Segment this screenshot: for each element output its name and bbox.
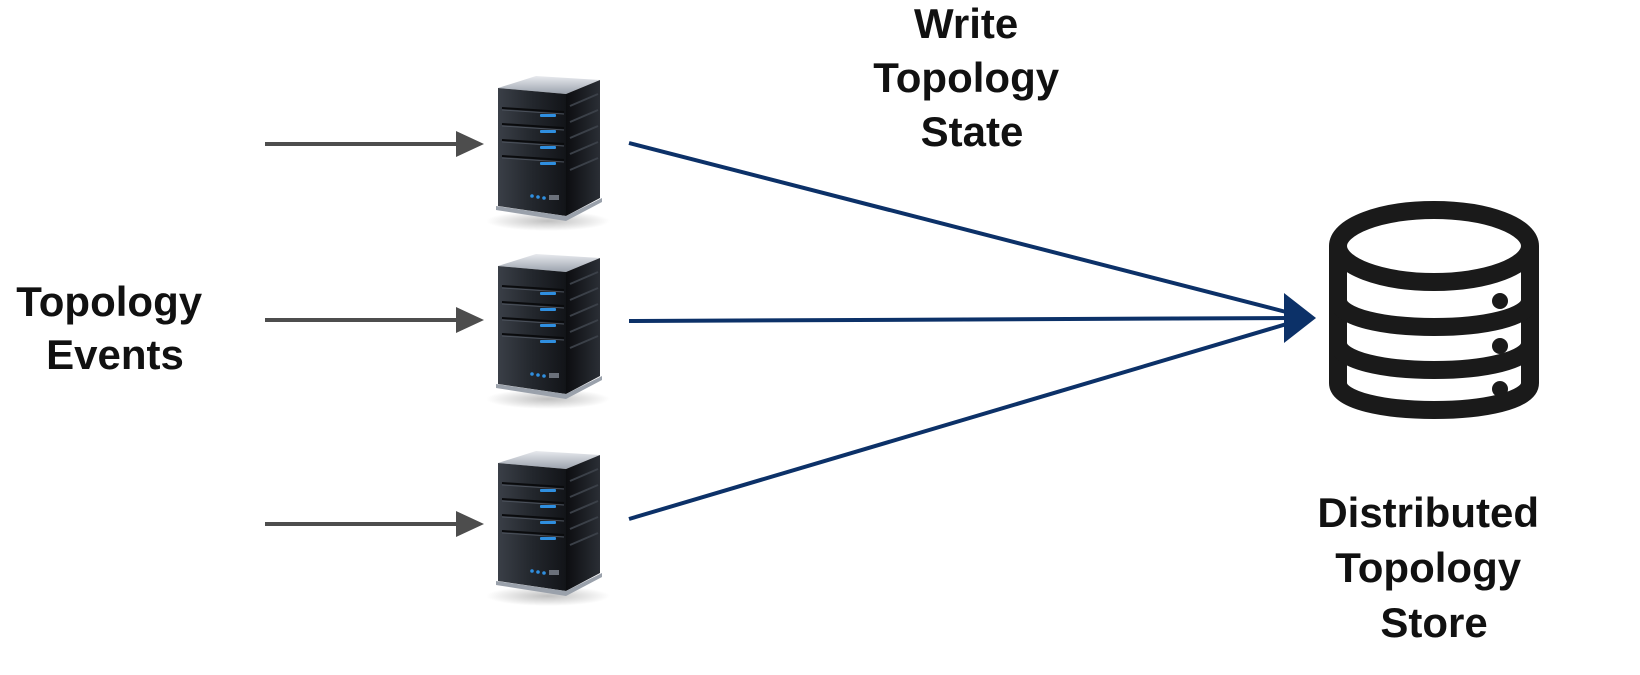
server-icon [485,75,611,232]
input-arrow-1 [265,131,484,157]
input-arrow-2 [265,307,484,333]
input-label-line-1: Topology [16,278,202,325]
write-label-line-3: State [921,108,1024,155]
write-label-line-2: Topology [873,54,1059,101]
server-icon [485,450,611,607]
store-label-line-3: Store [1380,599,1487,646]
store-label-line-1: Distributed [1317,489,1539,536]
write-arrow-2 [628,316,1291,323]
input-label: Topology Events [16,278,214,378]
write-arrowhead [1284,293,1316,343]
write-arrows [628,141,1291,521]
input-arrows [265,131,484,537]
server-icon [485,253,611,410]
write-arrow-1 [628,141,1291,315]
database-icon [1329,201,1539,419]
input-label-line-2: Events [46,331,184,378]
write-label-line-1: Write [914,0,1018,47]
store-label: Distributed Topology Store [1317,489,1550,646]
input-arrow-3 [265,511,484,537]
write-arrow-3 [628,321,1291,521]
write-label: Write Topology State [873,0,1071,155]
database-indicator-dots [1492,293,1508,397]
store-label-line-2: Topology [1335,544,1521,591]
